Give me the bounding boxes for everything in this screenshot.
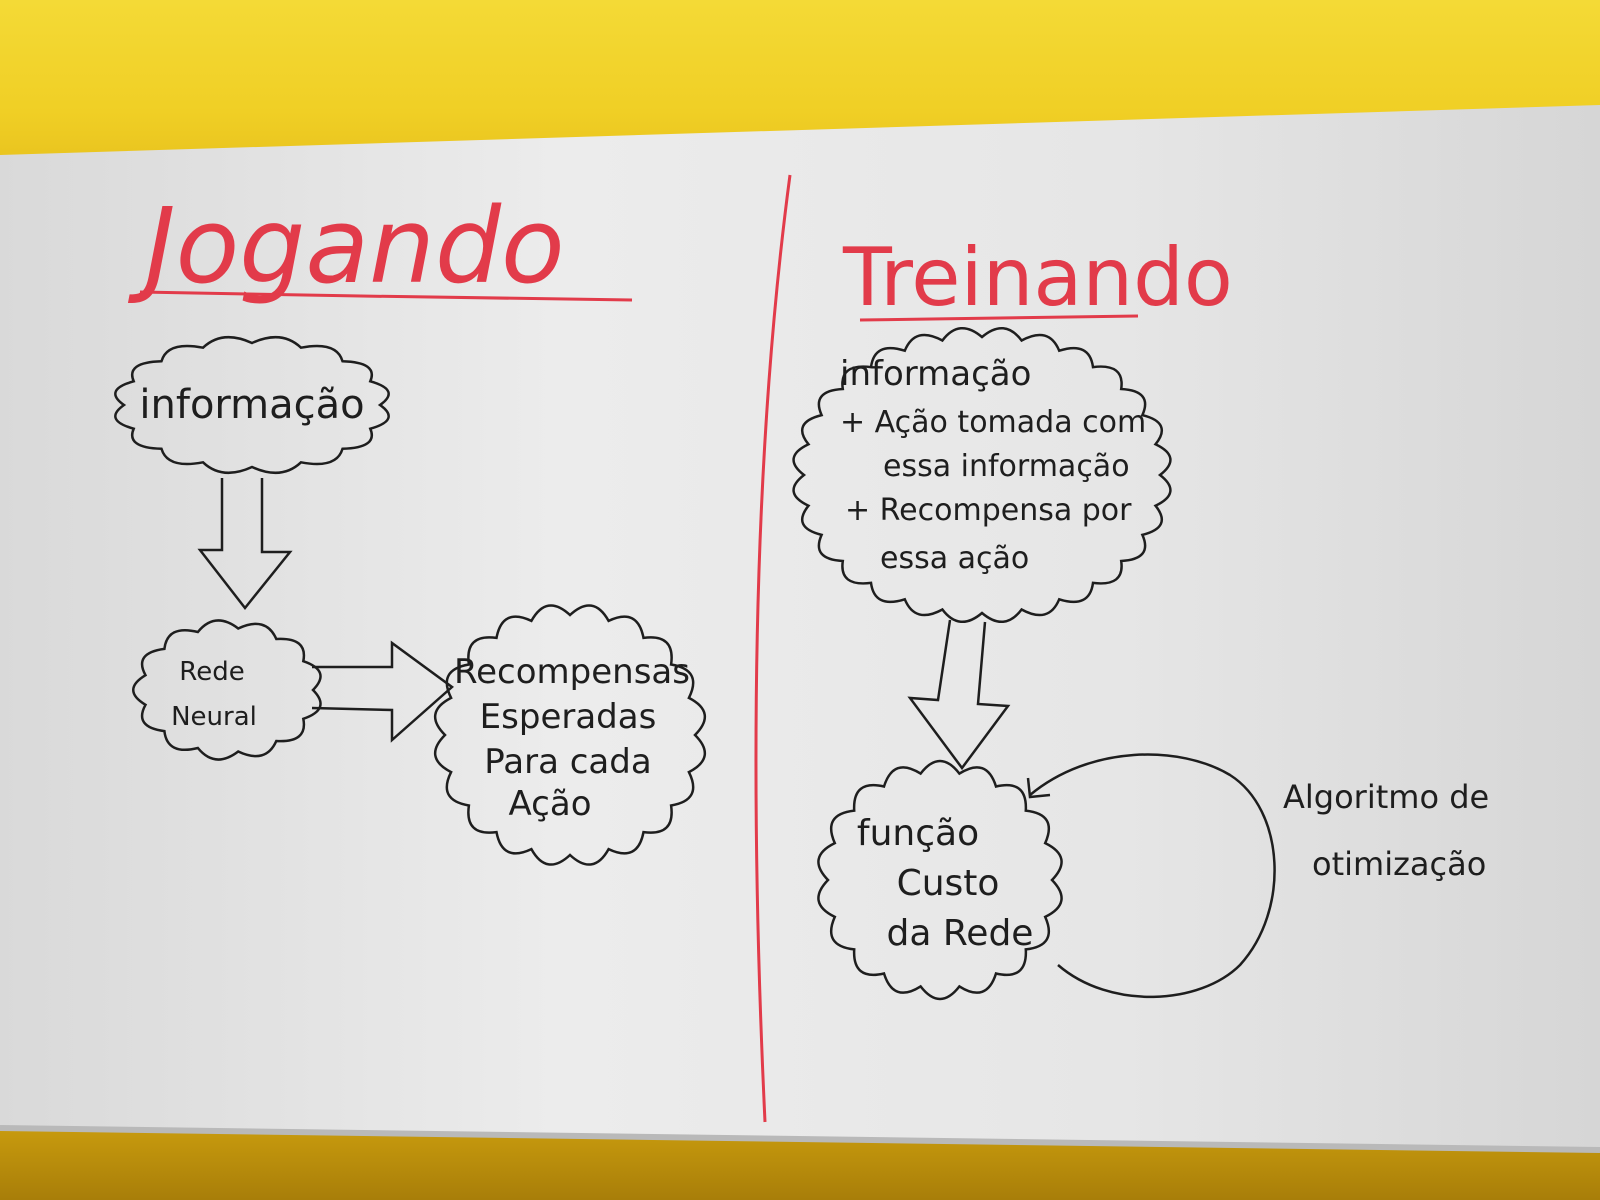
cloud-treinamento-line-2: + Ação tomada com — [840, 405, 1146, 440]
cloud-funcao-custo: função Custo da Rede — [817, 759, 1063, 1001]
cloud-funcao-custo-line-2: Custo — [897, 863, 1000, 904]
cloud-recompensas-line-3: Para cada — [484, 742, 651, 782]
title-treinando-underline — [859, 314, 1139, 322]
arrow-right-left — [311, 640, 454, 743]
title-jogando-underline — [139, 290, 633, 302]
whiteboard-surface — [0, 105, 1600, 1150]
optimizer-label-line-2: otimização — [1312, 845, 1486, 883]
cloud-outline — [132, 619, 322, 761]
cloud-outline — [792, 327, 1172, 623]
title-jogando: Jogando — [127, 185, 565, 307]
cloud-treinamento-line-3: essa informação — [883, 449, 1130, 484]
cloud-outline — [434, 604, 706, 866]
optimization-loop — [1029, 753, 1276, 999]
cloud-rede-neural-line-2: Neural — [171, 702, 257, 732]
cloud-informacao: informação — [114, 336, 390, 474]
cloud-recompensas-line-4: Ação — [509, 784, 592, 824]
cloud-recompensas-line-2: Esperadas — [480, 697, 657, 737]
cloud-treinamento: informação + Ação tomada com essa inform… — [792, 327, 1172, 623]
left-section: Jogando informação Rede Neural Recompens… — [114, 185, 706, 866]
cloud-rede-neural-line-1: Rede — [179, 657, 244, 687]
cloud-informacao-label: informação — [139, 382, 364, 428]
cloud-treinamento-line-1: informação — [840, 354, 1031, 394]
cloud-funcao-custo-line-1: função — [857, 813, 979, 854]
arrow-down-right — [907, 619, 1011, 771]
cloud-rede-neural: Rede Neural — [132, 619, 322, 761]
divider-line — [754, 174, 792, 1123]
cloud-recompensas: Recompensas Esperadas Para cada Ação — [434, 604, 706, 866]
cloud-funcao-custo-line-3: da Rede — [887, 913, 1034, 954]
title-treinando: Treinando — [842, 231, 1233, 324]
right-section: Treinando informação + Ação tomada com e… — [792, 231, 1489, 1001]
cloud-recompensas-line-1: Recompensas — [454, 652, 690, 692]
cloud-treinamento-line-5: essa ação — [880, 541, 1029, 576]
optimizer-label-line-1: Algoritmo de — [1283, 778, 1489, 816]
cloud-outline — [114, 336, 390, 474]
cloud-treinamento-line-4: + Recompensa por — [845, 493, 1132, 528]
board-bottom-edge — [0, 1125, 1600, 1153]
arrow-down-left — [197, 478, 293, 611]
optimization-loop-arrowhead — [1026, 777, 1051, 799]
cloud-outline — [817, 759, 1063, 1001]
